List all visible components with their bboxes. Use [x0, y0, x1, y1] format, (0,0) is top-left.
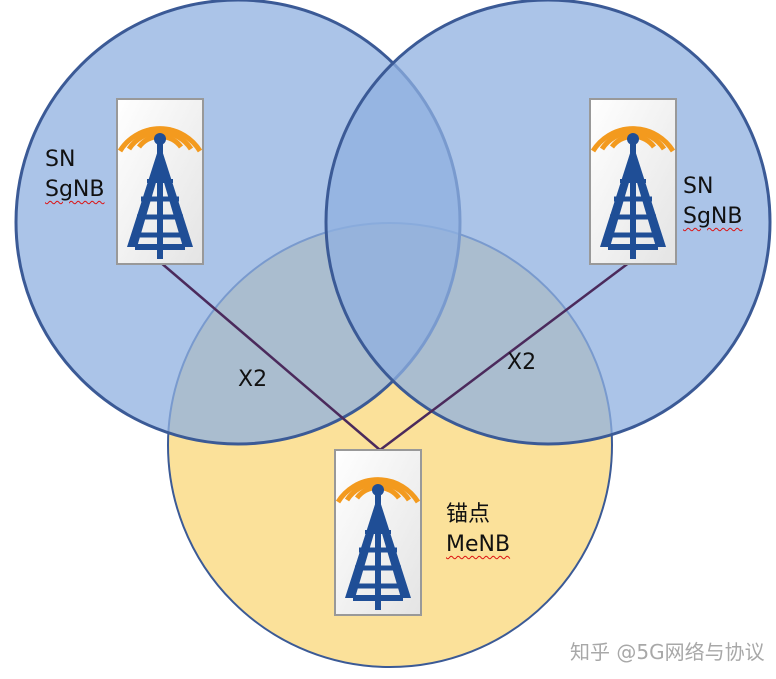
right-node-name: SgNB [683, 204, 743, 229]
watermark-text: 知乎 @5G网络与协议 [570, 640, 765, 664]
right-node-label: SN SgNB [683, 172, 742, 232]
left-node-name: SgNB [45, 177, 105, 202]
anchor-node-role: 锚点 [446, 502, 491, 527]
x2-link-left [159, 261, 381, 451]
x2-left-label: X2 [238, 367, 268, 392]
x2-link-right [379, 261, 631, 451]
x2-right-label: X2 [507, 350, 537, 375]
menb-tower-icon [335, 450, 421, 615]
sgnb-left-tower-icon [117, 99, 203, 264]
left-node-role: SN [45, 147, 76, 172]
right-node-role: SN [683, 174, 714, 199]
anchor-node-name: MeNB [446, 532, 511, 557]
anchor-node-label: 锚点 MeNB [446, 500, 510, 560]
sgnb-right-tower-icon [590, 99, 676, 264]
left-node-label: SN SgNB [45, 145, 104, 205]
